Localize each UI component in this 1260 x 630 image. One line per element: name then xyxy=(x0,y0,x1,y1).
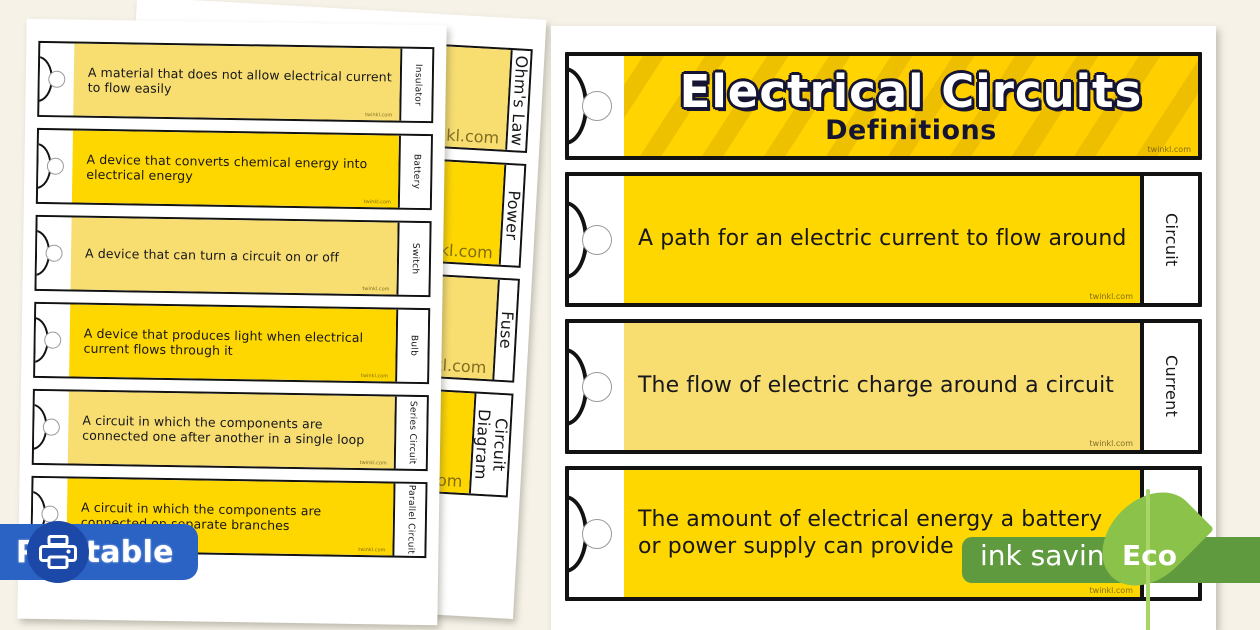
card-term-panel: Series Circuit xyxy=(393,396,427,470)
punch-hole xyxy=(581,224,612,255)
ink-saving-label: ink saving xyxy=(980,539,1123,572)
card-term-panel: Switch xyxy=(396,222,430,296)
printable-badge[interactable]: Printable xyxy=(0,521,198,583)
card-notch xyxy=(37,42,75,116)
watermark: twinkl.com xyxy=(365,112,393,119)
card-notch xyxy=(35,129,73,203)
punch-hole xyxy=(581,371,612,402)
watermark: twinkl.com xyxy=(1089,292,1133,301)
card-body: A device that can turn a circuit on or o… xyxy=(70,217,398,295)
card-term-label: Circuit xyxy=(1161,212,1181,267)
card-term-label: Battery xyxy=(411,154,422,190)
card-term-label: Circuit Diagram xyxy=(471,408,512,480)
card-term-label: Switch xyxy=(409,243,421,275)
card-definition-text: The amount of electrical energy a batter… xyxy=(638,506,1103,559)
definition-card-switch[interactable]: A device that can turn a circuit on or o… xyxy=(34,214,432,298)
card-definition-text: A device that produces light when electr… xyxy=(83,325,364,359)
banner-body: Electrical Circuits Definitions twinkl.c… xyxy=(624,56,1198,156)
definition-card-insulator[interactable]: A material that does not allow electrica… xyxy=(37,40,435,124)
punch-hole xyxy=(581,91,612,121)
card-term-panel: Bulb xyxy=(395,309,429,383)
card-definition-text: A path for an electric current to flow a… xyxy=(638,226,1127,252)
card-definition-text: A device that converts chemical energy i… xyxy=(86,151,368,184)
card-term-panel: Current xyxy=(1140,323,1198,450)
card-notch xyxy=(34,216,72,290)
punch-hole xyxy=(48,70,66,88)
card-body: The flow of electric charge around a cir… xyxy=(624,323,1140,450)
page-title: Electrical Circuits xyxy=(679,64,1143,118)
watermark: twinkl.com xyxy=(360,373,389,380)
card-term-label: Fuse xyxy=(496,310,518,350)
watermark: twinkl.com xyxy=(362,286,390,293)
title-banner-card[interactable]: Electrical Circuits Definitions twinkl.c… xyxy=(565,52,1202,160)
card-term-label: Power xyxy=(502,189,524,241)
punch-hole xyxy=(45,244,63,262)
punch-hole xyxy=(44,331,62,349)
card-term-panel: Parallel Circuit xyxy=(392,483,426,557)
card-definition-text: The flow of electric charge around a cir… xyxy=(638,373,1115,399)
card-term-label: Current xyxy=(1161,355,1181,418)
card-body: A material that does not allow electrica… xyxy=(73,43,401,121)
card-definition-text: A circuit in which the components are co… xyxy=(82,412,365,448)
card-notch xyxy=(33,303,71,377)
card-term-label: Ohm's Law xyxy=(507,54,532,147)
card-term-label: Bulb xyxy=(408,335,419,357)
punch-hole xyxy=(581,518,612,549)
page-subtitle: Definitions xyxy=(825,114,997,146)
definition-card-series-circuit[interactable]: A circuit in which the components are co… xyxy=(31,388,429,472)
definition-card-circuit[interactable]: A path for an electric current to flow a… xyxy=(565,172,1202,307)
card-notch xyxy=(569,323,624,450)
card-notch xyxy=(569,176,624,303)
watermark: twinkl.com xyxy=(1089,439,1133,448)
paper-sheet-right: Electrical Circuits Definitions twinkl.c… xyxy=(551,26,1216,630)
card-term-label: Insulator xyxy=(412,63,424,107)
eco-badge[interactable]: ink saving Eco xyxy=(962,473,1260,630)
definition-card-bulb[interactable]: A device that produces light when electr… xyxy=(33,301,431,385)
card-term-label: Series Circuit xyxy=(406,400,418,465)
card-notch xyxy=(31,390,69,464)
card-term-panel: Circuit Diagram xyxy=(468,393,512,496)
eco-label: Eco xyxy=(1122,539,1177,572)
card-body: A device that converts chemical energy i… xyxy=(71,130,399,208)
card-notch xyxy=(569,56,624,156)
watermark: twinkl.com xyxy=(358,547,386,554)
card-term-panel: Circuit xyxy=(1140,176,1198,303)
printer-icon xyxy=(27,521,89,583)
card-term-label: Parallel Circuit xyxy=(405,485,417,555)
card-body: A device that produces light when electr… xyxy=(69,304,397,382)
card-term-panel: Insulator xyxy=(399,48,433,122)
leaf-vein xyxy=(1146,489,1150,630)
punch-hole xyxy=(46,157,65,175)
card-body: A circuit in which the components are co… xyxy=(67,391,395,469)
watermark: twinkl.com xyxy=(359,460,387,467)
card-definition-text: A material that does not allow electrica… xyxy=(87,64,392,97)
definition-card-battery[interactable]: A device that converts chemical energy i… xyxy=(35,127,433,211)
card-definition-text: A device that can turn a circuit on or o… xyxy=(84,246,340,266)
watermark: twinkl.com xyxy=(1089,586,1133,595)
card-notch xyxy=(569,470,624,597)
watermark: twinkl.com xyxy=(1147,145,1191,154)
definition-card-current[interactable]: The flow of electric charge around a cir… xyxy=(565,319,1202,454)
watermark: twinkl.com xyxy=(363,199,391,206)
punch-hole xyxy=(42,418,60,436)
card-body: A path for an electric current to flow a… xyxy=(624,176,1140,303)
card-term-panel: Battery xyxy=(397,135,431,209)
